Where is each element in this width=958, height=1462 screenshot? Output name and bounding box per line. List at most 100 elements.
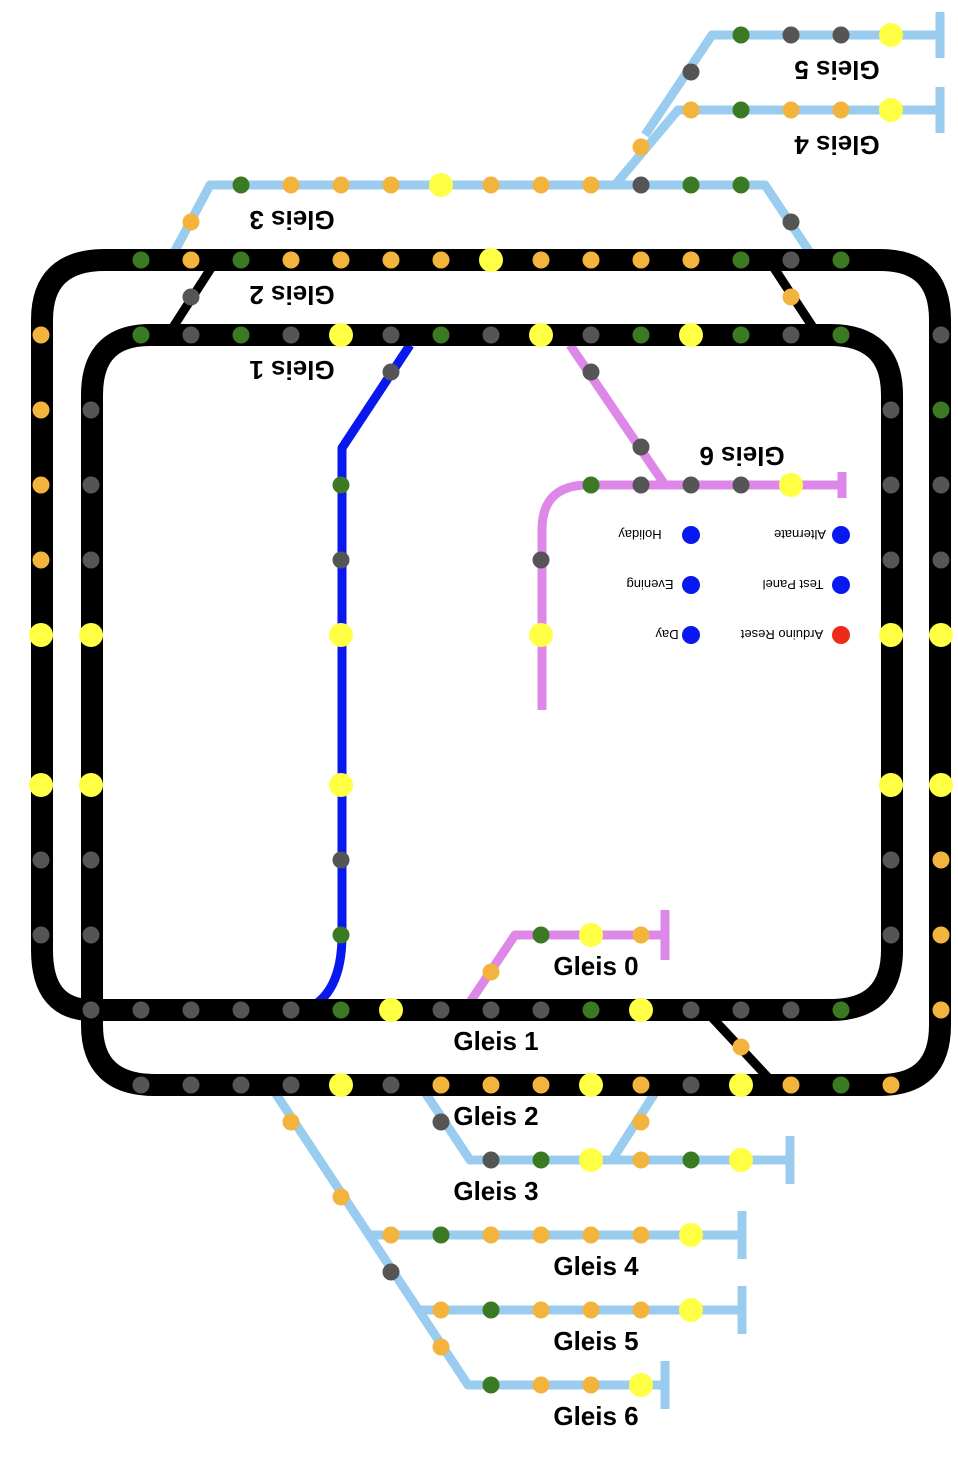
- led-grey-46: [382, 326, 400, 344]
- led-orange-103: [932, 1001, 950, 1019]
- led-yellow-45: [329, 323, 353, 347]
- led-grey-89: [882, 476, 900, 494]
- label-bottom-gleis-3: Gleis 3: [453, 1176, 538, 1206]
- led-orange-72: [32, 326, 50, 344]
- led-yellow-60: [329, 773, 353, 797]
- day-button-label: Day: [655, 627, 679, 642]
- led-grey-110: [232, 1001, 250, 1019]
- led-yellow-83: [79, 623, 103, 647]
- led-yellow-118: [629, 998, 653, 1022]
- top-labels: Gleis 1 Gleis 2 Gleis 3 Gleis 4 Gleis 5 …: [249, 55, 879, 471]
- holiday-button[interactable]: Holiday: [618, 526, 700, 544]
- led-grey-143: [482, 1151, 500, 1169]
- led-green-47: [432, 326, 450, 344]
- led-yellow-84: [79, 773, 103, 797]
- led-orange-137: [782, 1076, 800, 1094]
- led-yellow-76: [29, 623, 53, 647]
- led-yellow-31: [479, 248, 503, 272]
- led-green-20: [682, 176, 700, 194]
- test-panel-button[interactable]: Test Panel: [763, 576, 850, 594]
- led-orange-139: [882, 1076, 900, 1094]
- led-yellow-49: [529, 323, 553, 347]
- arduino-reset-button[interactable]: Arduino Reset: [740, 626, 850, 644]
- led-yellow-52: [679, 323, 703, 347]
- led-orange-123: [732, 1038, 750, 1056]
- led-yellow-145: [579, 1148, 603, 1172]
- label-bottom-gleis-0: Gleis 0: [553, 951, 638, 981]
- led-green-165: [482, 1376, 500, 1394]
- led-green-53: [732, 326, 750, 344]
- led-yellow-92: [879, 773, 903, 797]
- led-orange-25: [182, 251, 200, 269]
- label-top-gleis-2: Gleis 2: [249, 280, 334, 310]
- led-orange-131: [482, 1076, 500, 1094]
- led-green-41: [132, 326, 150, 344]
- led-grey-115: [482, 1001, 500, 1019]
- led-grey-79: [32, 926, 50, 944]
- led-orange-28: [332, 251, 350, 269]
- led-green-144: [532, 1151, 550, 1169]
- led-orange-8: [832, 101, 850, 119]
- control-buttons: Holiday Alternate Evening Test Panel Day…: [618, 526, 850, 644]
- top-siding-gleis5: [641, 30, 940, 138]
- evening-button[interactable]: Evening: [627, 576, 700, 594]
- led-green-26: [232, 251, 250, 269]
- label-bottom-gleis-4: Gleis 4: [553, 1251, 639, 1281]
- led-grey-66: [632, 476, 650, 494]
- led-grey-58: [332, 551, 350, 569]
- arduino-reset-button-label: Arduino Reset: [740, 627, 823, 642]
- led-green-51: [632, 326, 650, 344]
- led-grey-157: [382, 1263, 400, 1281]
- led-orange-160: [532, 1301, 550, 1319]
- led-green-104: [532, 926, 550, 944]
- led-orange-33: [582, 251, 600, 269]
- led-yellow-105: [579, 923, 603, 947]
- led-orange-155: [632, 1226, 650, 1244]
- led-grey-56: [382, 363, 400, 381]
- holiday-button-dot[interactable]: [682, 526, 700, 544]
- led-grey-78: [32, 851, 50, 869]
- led-grey-50: [582, 326, 600, 344]
- led-grey-125: [182, 1076, 200, 1094]
- alternate-button[interactable]: Alternate: [774, 526, 850, 544]
- led-orange-75: [32, 551, 50, 569]
- led-green-159: [482, 1301, 500, 1319]
- alternate-button-dot[interactable]: [832, 526, 850, 544]
- arduino-reset-button-dot[interactable]: [832, 626, 850, 644]
- led-orange-106: [632, 926, 650, 944]
- violet-branch-top: [537, 480, 842, 710]
- test-panel-button-dot[interactable]: [832, 576, 850, 594]
- led-green-117: [582, 1001, 600, 1019]
- led-green-55: [832, 326, 850, 344]
- led-green-138: [832, 1076, 850, 1094]
- inner-loop: [92, 324, 903, 1021]
- evening-button-dot[interactable]: [682, 576, 700, 594]
- day-button[interactable]: Day: [655, 626, 700, 644]
- led-green-112: [332, 1001, 350, 1019]
- led-yellow-69: [779, 473, 803, 497]
- led-orange-16: [482, 176, 500, 194]
- led-orange-152: [482, 1226, 500, 1244]
- led-grey-85: [82, 851, 100, 869]
- led-grey-94: [882, 926, 900, 944]
- led-yellow-71: [529, 623, 553, 647]
- led-yellow-77: [29, 773, 53, 797]
- led-grey-22: [782, 213, 800, 231]
- led-orange-142: [632, 1113, 650, 1131]
- violet-branch-bottom: [464, 930, 665, 1008]
- led-grey-87: [82, 1001, 100, 1019]
- led-yellow-136: [729, 1073, 753, 1097]
- outer-loop: [81, 249, 951, 1096]
- led-grey-126: [232, 1076, 250, 1094]
- led-orange-130: [432, 1076, 450, 1094]
- led-grey-109: [182, 1001, 200, 1019]
- led-yellow-3: [879, 23, 903, 47]
- day-button-dot[interactable]: [682, 626, 700, 644]
- led-orange-35: [682, 251, 700, 269]
- led-grey-39: [182, 288, 200, 306]
- led-green-0: [732, 26, 750, 44]
- led-orange-14: [382, 176, 400, 194]
- led-yellow-156: [679, 1223, 703, 1247]
- alternate-button-label: Alternate: [774, 527, 826, 542]
